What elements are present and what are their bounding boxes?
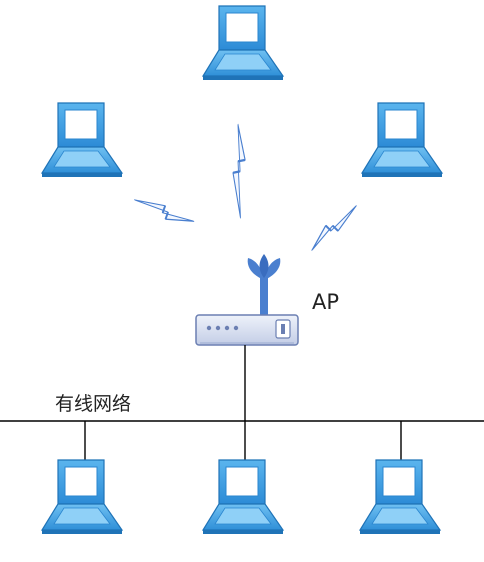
- laptop-icon: [202, 459, 284, 535]
- laptop-icon: [41, 102, 123, 178]
- lightning-signal-icon: [232, 123, 246, 219]
- wired-network-label: 有线网络: [55, 393, 132, 415]
- laptop-icon: [202, 5, 284, 81]
- laptop-icon: [359, 459, 441, 535]
- laptop-icon: [41, 459, 123, 535]
- lightning-signal-icon: [134, 199, 195, 222]
- ap-label: AP: [312, 290, 340, 314]
- laptop-icon: [361, 102, 443, 178]
- router-icon: [195, 254, 299, 346]
- wired-network: [0, 345, 484, 470]
- lightning-signal-icon: [311, 205, 357, 251]
